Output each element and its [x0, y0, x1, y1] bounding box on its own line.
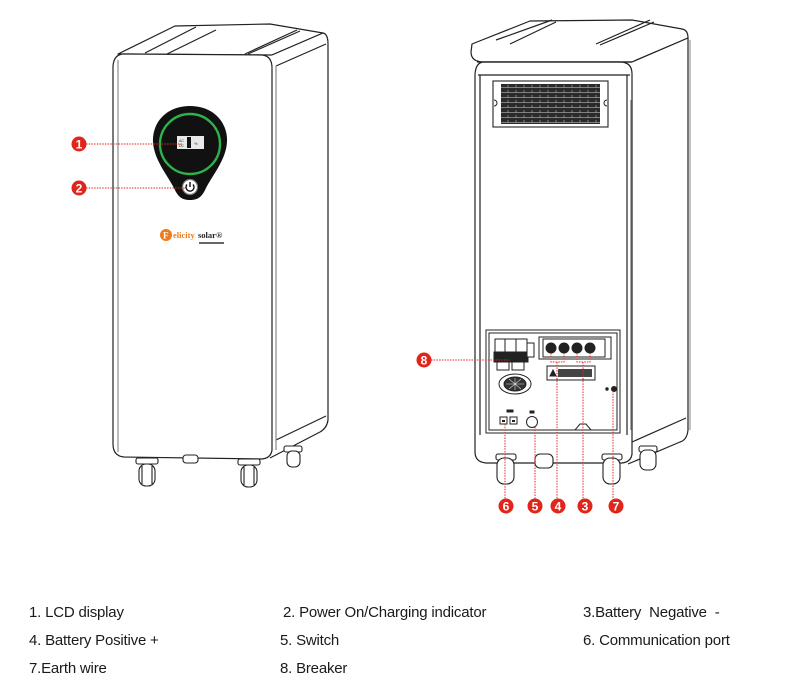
earth-wire-terminal[interactable] — [605, 386, 617, 392]
svg-text:DC: DC — [179, 144, 185, 148]
front-casters — [135, 445, 303, 488]
vent-grille — [492, 80, 609, 128]
legend-item-earth-wire: 7.Earth wire — [29, 660, 107, 677]
callout-marker-4: 4 — [550, 498, 566, 514]
svg-text:5: 5 — [532, 500, 539, 514]
connection-panel — [485, 329, 621, 434]
svg-text:2: 2 — [76, 182, 83, 196]
battery-positive-terminal[interactable] — [571, 342, 583, 354]
legend-item-breaker: 8. Breaker — [280, 660, 348, 677]
callout-marker-2: 2 — [71, 180, 87, 196]
legend-item-battery-positive: 4. Battery Positive + — [29, 632, 159, 649]
caster-rear-left — [182, 454, 199, 464]
switch[interactable] — [526, 410, 538, 428]
caster-rear-view-far — [638, 445, 658, 471]
caster-rear-view-mid — [534, 453, 554, 469]
svg-text:1: 1 — [76, 138, 83, 152]
svg-text:7: 7 — [613, 500, 620, 514]
legend-item-battery-negative: 3.Battery Negative - — [583, 604, 720, 621]
brand-suffix: solar® — [198, 230, 223, 240]
callout-lines — [86, 143, 614, 499]
warning-label — [546, 365, 596, 381]
power-button[interactable] — [181, 178, 199, 196]
battery-terminals — [538, 336, 612, 360]
power-icon — [185, 184, 195, 192]
callout-marker-8: 8 — [416, 352, 432, 368]
breaker[interactable] — [493, 338, 535, 371]
caster-rear-view-right — [601, 453, 623, 485]
svg-text:8: 8 — [421, 354, 428, 368]
caster-front-right — [237, 458, 261, 488]
caster-front-left — [135, 457, 159, 487]
legend-item-switch: 5. Switch — [280, 632, 340, 649]
product-diagram: AC DC % F elicity solar® — [71, 19, 691, 514]
callout-marker-5: 5 — [527, 498, 543, 514]
front-view-cabinet — [112, 23, 329, 460]
battery-positive-terminal-2[interactable] — [584, 342, 596, 354]
callout-marker-6: 6 — [498, 498, 514, 514]
caster-rear-right — [283, 445, 303, 468]
battery-negative-terminal[interactable] — [545, 342, 557, 354]
brand-logo-mark — [160, 229, 172, 241]
svg-text:%: % — [194, 141, 198, 146]
brand-logo: F elicity solar® — [160, 229, 224, 244]
brand-name: elicity — [173, 230, 195, 240]
callout-marker-7: 7 — [608, 498, 624, 514]
svg-text:3: 3 — [582, 500, 589, 514]
svg-text:F: F — [163, 231, 169, 241]
fan-vent — [498, 373, 532, 395]
legend-item-lcd-display: 1. LCD display — [29, 604, 124, 621]
svg-text:6: 6 — [503, 500, 510, 514]
callout-marker-3: 3 — [577, 498, 593, 514]
communication-port[interactable] — [499, 409, 518, 425]
callout-marker-1: 1 — [71, 136, 87, 152]
caster-rear-view-left — [495, 453, 517, 485]
battery-negative-terminal-2[interactable] — [558, 342, 570, 354]
svg-text:AC: AC — [179, 139, 184, 143]
svg-text:4: 4 — [555, 500, 562, 514]
legend-item-communication-port: 6. Communication port — [583, 632, 730, 649]
legend-item-power-indicator: 2. Power On/Charging indicator — [283, 604, 487, 621]
legend: 1. LCD display 2. Power On/Charging indi… — [0, 590, 787, 693]
